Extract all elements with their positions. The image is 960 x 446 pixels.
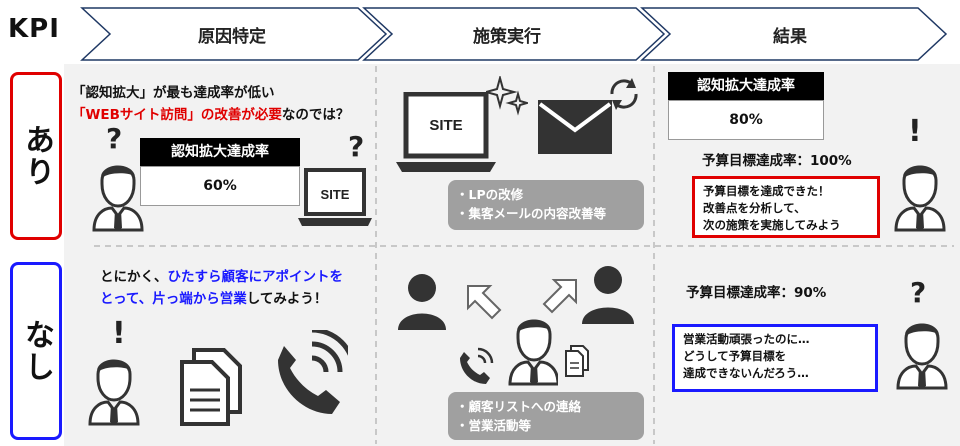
result-with-box-title: 認知拡大達成率 [668, 72, 824, 100]
document-icon [180, 348, 242, 426]
exclamation-mark: ! [112, 316, 126, 351]
document-icon [565, 345, 589, 377]
cause-with-line1: 「認知拡大」が最も達成率が低い [72, 85, 275, 101]
action-with-bullets: ・LPの改修 ・集客メールの内容改善等 [448, 180, 644, 230]
kpi-label: KPI [8, 14, 60, 44]
result-without-note: 営業活動頑張ったのに… どうして予算目標を 達成できないんだろう… [672, 324, 878, 392]
cause-without-line2: とって、片っ端から営業してみよう！ [100, 291, 328, 307]
action-without-bullets: ・顧客リストへの連絡 ・営業活動等 [448, 392, 644, 440]
exclamation-mark: ! [908, 114, 922, 149]
question-mark: ? [348, 130, 365, 163]
chevron-cause [80, 7, 388, 61]
laptop-site-label: SITE [429, 117, 462, 134]
question-mark: ? [106, 122, 123, 155]
header-action: 施策実行 [473, 27, 541, 47]
cause-with-highlight: 「WEBサイト訪問」の改善が必要 [72, 107, 282, 123]
header-result: 結果 [773, 27, 807, 47]
person-icon [896, 322, 948, 390]
refresh-icon [610, 78, 638, 110]
person-silhouette-icon [398, 274, 446, 330]
laptop-icon: SITE [298, 168, 372, 226]
cause-with-line2: 「WEBサイト訪問」の改善が必要なのでは？ [72, 107, 350, 123]
cause-without-line1: とにかく、ひたすら顧客にアポイントを [100, 269, 343, 285]
row-label-with: あり [10, 72, 62, 240]
header-chevrons [80, 7, 948, 61]
phone-icon [460, 347, 494, 384]
result-with-rate: 予算目標達成率：100% [702, 153, 852, 169]
cause-with-box-value: 60% [140, 166, 300, 206]
arrow-up-right-icon [542, 279, 577, 314]
sparkle-icon [486, 76, 528, 116]
cause-with-box-title: 認知拡大達成率 [140, 138, 300, 166]
grid-dividers [94, 66, 954, 444]
question-mark: ? [910, 276, 927, 309]
person-icon [894, 164, 946, 232]
laptop-icon: SITE [396, 92, 496, 172]
chevron-action [362, 7, 666, 61]
chevron-result [640, 7, 948, 61]
result-with-note: 予算目標を達成できた！ 改善点を分析して、 次の施策を実施してみよう [692, 176, 880, 238]
person-silhouette-icon [582, 266, 634, 324]
row-label-without: なし [10, 262, 62, 440]
phone-icon [278, 330, 348, 414]
laptop-site-label: SITE [321, 187, 350, 202]
arrow-up-left-icon [467, 285, 502, 320]
person-icon [508, 318, 558, 386]
header-cause: 原因特定 [198, 27, 266, 47]
mail-icon [538, 100, 612, 154]
result-without-rate: 予算目標達成率：90% [686, 285, 827, 301]
person-icon [92, 164, 144, 232]
person-icon [88, 358, 140, 426]
result-with-box-value: 80% [668, 100, 824, 140]
